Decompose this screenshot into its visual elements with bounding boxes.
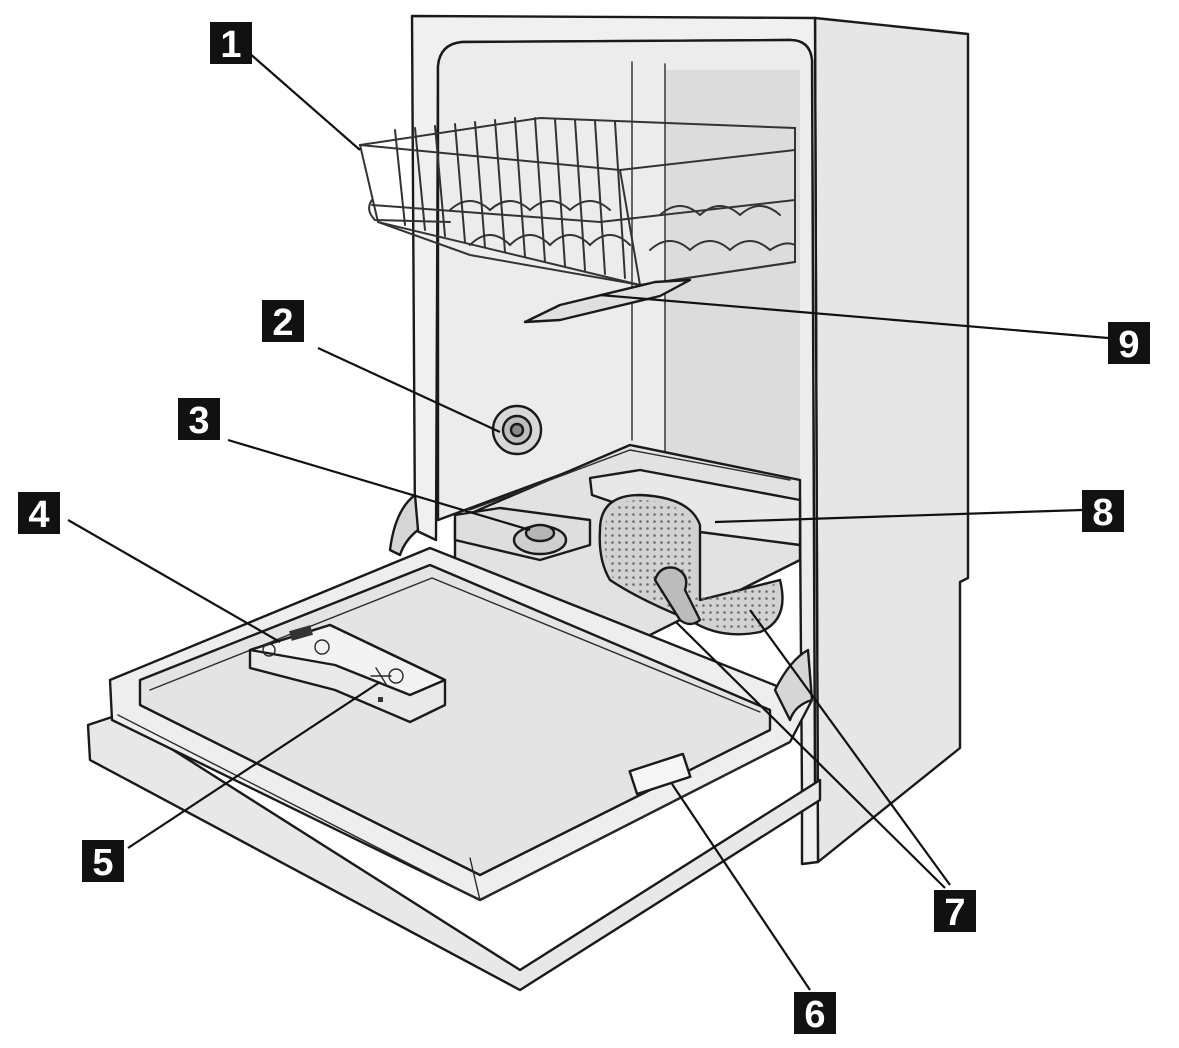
basket-tines — [394, 117, 626, 279]
upper-spray-arm — [523, 278, 692, 324]
lower-spray-arm — [453, 506, 592, 562]
tub-floor-rim — [469, 449, 791, 511]
callout-3: 3 — [178, 398, 220, 442]
leader-5 — [127, 681, 381, 849]
leader-1 — [247, 51, 361, 151]
leader-7a — [675, 621, 946, 889]
callout-5: 5 — [82, 840, 124, 884]
callout-7-label: 7 — [944, 892, 965, 934]
leader-3 — [227, 438, 531, 532]
tub-right-wall — [665, 70, 800, 520]
rear-spray-nozzle — [491, 404, 543, 456]
callout-5-label: 5 — [92, 842, 113, 884]
upper-basket — [358, 116, 796, 287]
callout-3-label: 3 — [188, 400, 209, 442]
leader-6 — [671, 783, 811, 991]
rating-plate — [628, 752, 692, 796]
callout-2: 2 — [262, 300, 304, 344]
leader-2 — [317, 347, 501, 433]
callout-2-label: 2 — [272, 302, 293, 344]
callout-8-label: 8 — [1092, 492, 1113, 534]
leader-8 — [714, 508, 1083, 524]
leader-7b — [749, 609, 951, 886]
rinse-aid-indicator — [262, 625, 330, 657]
leader-9 — [599, 293, 1109, 340]
filter-system — [598, 493, 784, 636]
left-hinge — [388, 493, 420, 557]
leader-lines — [67, 51, 1109, 991]
right-hinge — [773, 648, 814, 722]
callout-1-label: 1 — [220, 24, 241, 66]
callout-6-label: 6 — [804, 994, 825, 1036]
callout-9-label: 9 — [1118, 324, 1139, 366]
callout-8: 8 — [1082, 490, 1124, 534]
callout-4-label: 4 — [28, 494, 49, 536]
lower-spray-bar — [588, 468, 802, 547]
callout-6: 6 — [794, 992, 836, 1036]
door-rim-line — [149, 577, 761, 713]
door-bottom-strip — [469, 857, 481, 901]
callout-7: 7 — [934, 890, 976, 934]
callout-9: 9 — [1108, 322, 1150, 366]
callout-1: 1 — [210, 22, 252, 66]
leader-4 — [67, 519, 281, 643]
salt-indicator — [370, 667, 404, 702]
cabinet-side-panel — [813, 16, 970, 864]
callout-4: 4 — [18, 492, 60, 536]
detergent-dispenser — [248, 623, 447, 724]
